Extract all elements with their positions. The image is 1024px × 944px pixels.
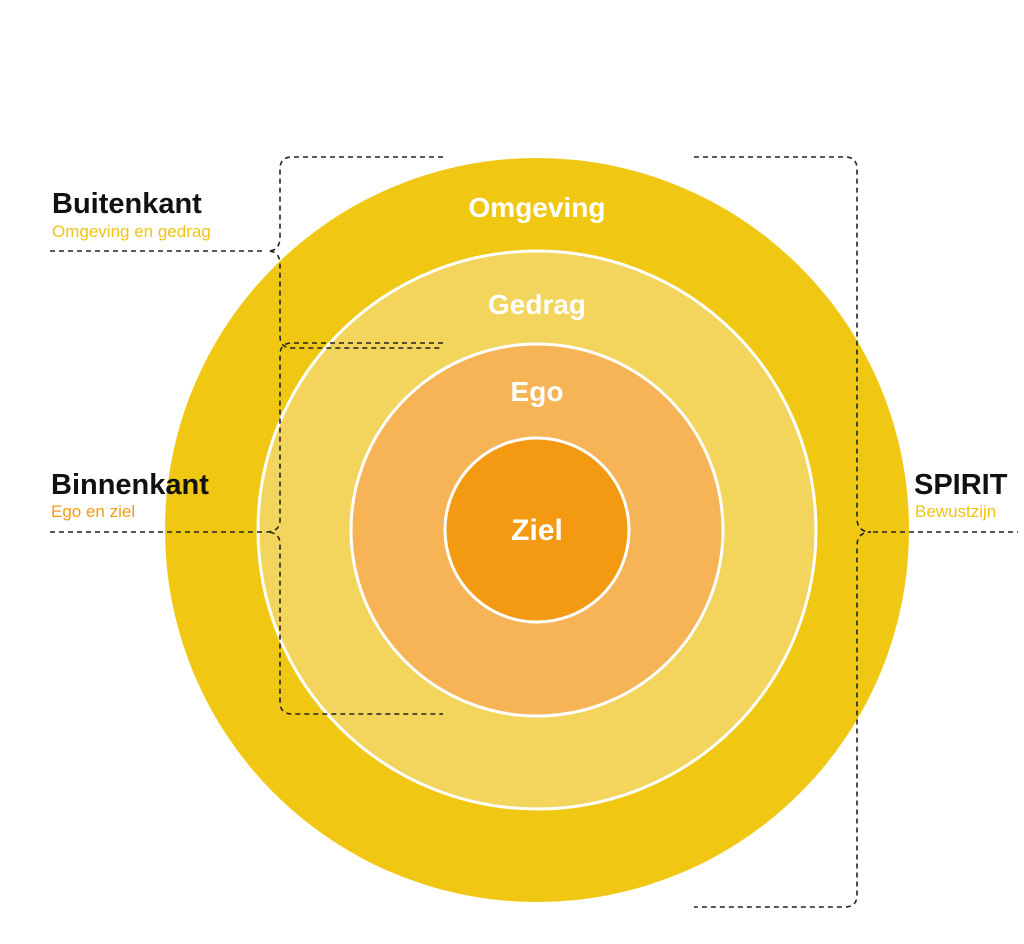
bracket-spirit	[694, 156, 872, 908]
label-binnenkant-subtitle: Ego en ziel	[51, 502, 135, 521]
ring-label-ego: Ego	[511, 376, 564, 407]
label-buitenkant-subtitle: Omgeving en gedrag	[52, 222, 211, 241]
ring-label-ziel: Ziel	[511, 514, 563, 547]
label-buitenkant-title: Buitenkant	[52, 188, 202, 220]
ring-label-gedrag: Gedrag	[488, 289, 586, 320]
bracket-binnenkant	[265, 342, 443, 715]
label-spirit-title: SPIRIT	[914, 469, 1008, 501]
ring-ziel	[443, 436, 631, 624]
ring-label-omgeving: Omgeving	[469, 192, 606, 223]
label-binnenkant-title: Binnenkant	[51, 469, 209, 501]
label-spirit-subtitle: Bewustzijn	[915, 502, 996, 521]
bracket-buitenkant	[267, 156, 443, 349]
